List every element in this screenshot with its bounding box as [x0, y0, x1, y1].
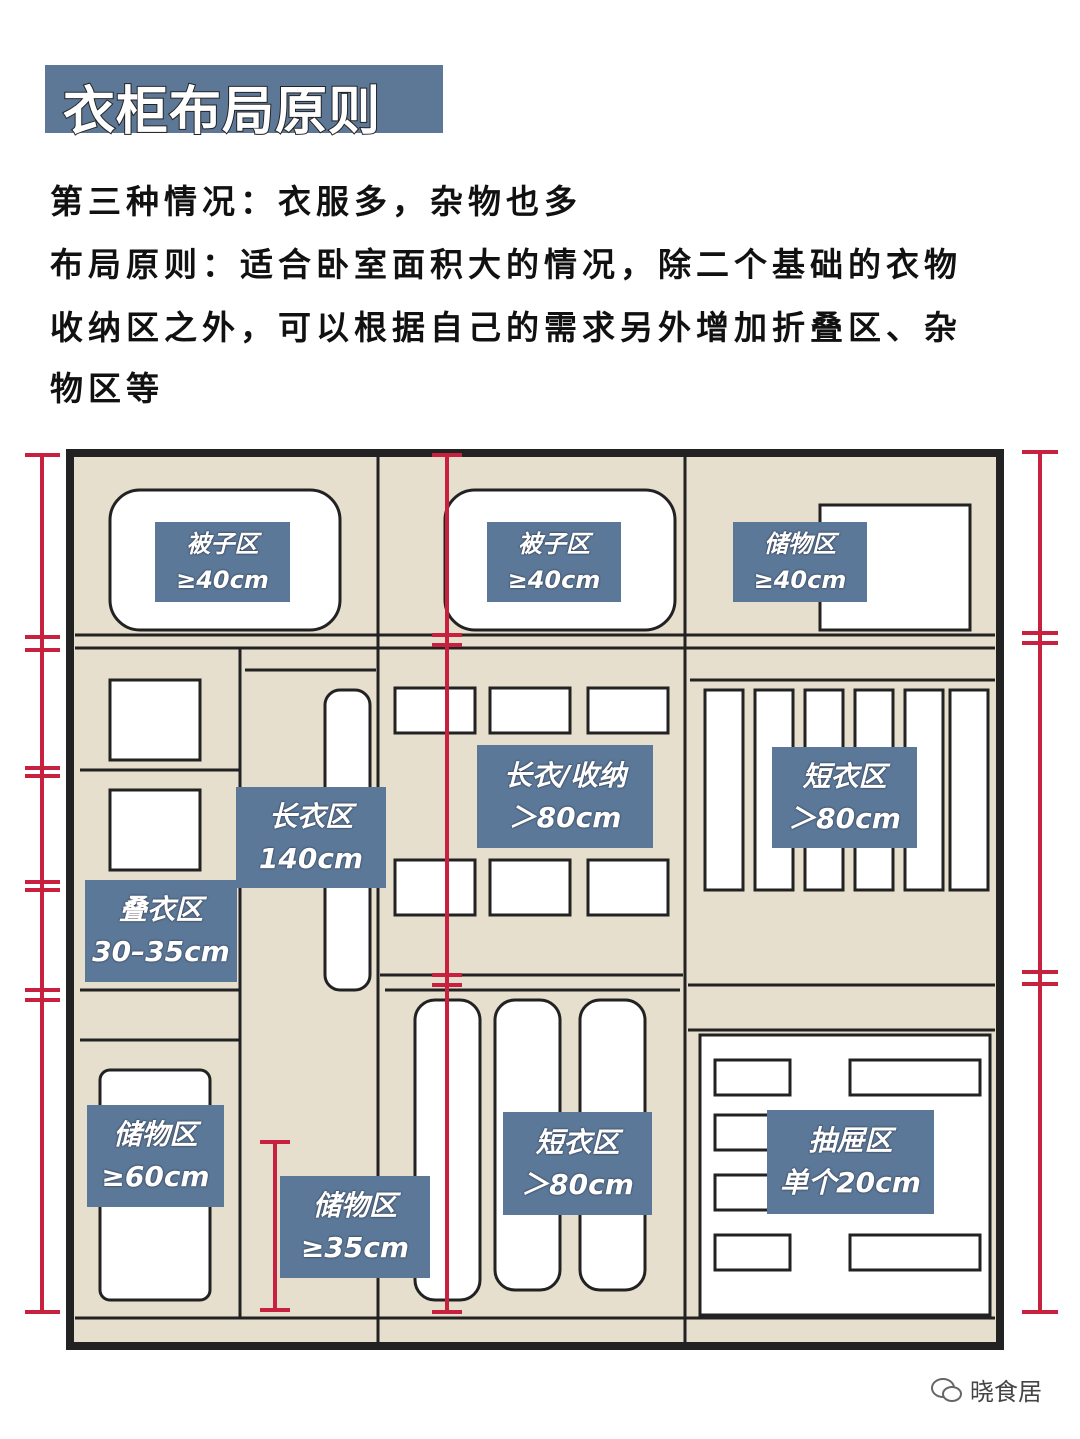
- zone-name: 被子区: [186, 530, 259, 558]
- title-text: 衣柜布局原则: [62, 81, 382, 143]
- zone-label-storage-bottom-left: 储物区 ≥60cm: [87, 1105, 224, 1207]
- zone-size: ≥35cm: [300, 1231, 410, 1264]
- zone-label-long-storage: 长衣/收纳 ＞80cm: [477, 745, 653, 848]
- zone-label-storage-bottom: 储物区 ≥35cm: [280, 1176, 430, 1278]
- zone-name: 抽屉区: [808, 1124, 893, 1157]
- watermark: 晓食居: [930, 1372, 1042, 1407]
- zone-label-short-clothes-middle: 短衣区 ＞80cm: [503, 1112, 652, 1215]
- intro-line-3: 收纳区之外，可以根据自己的需求另外增加折叠区、杂: [50, 308, 962, 347]
- zone-size: ≥40cm: [176, 566, 269, 594]
- zone-name: 被子区: [518, 530, 590, 558]
- zone-label-short-clothes-right: 短衣区 ＞80cm: [772, 747, 917, 848]
- zone-label-folding: 叠衣区 30–35cm: [85, 880, 237, 982]
- zone-size: ＞80cm: [508, 800, 622, 834]
- intro-line-4: 物区等: [50, 369, 164, 408]
- zone-label-quilt-middle: 被子区 ≥40cm: [487, 522, 621, 602]
- zone-size: ≥60cm: [101, 1160, 210, 1193]
- zone-size: ≥40cm: [753, 566, 847, 594]
- zone-name: 短衣区: [802, 759, 887, 793]
- watermark-text: 晓食居: [970, 1378, 1042, 1406]
- zone-label-long-clothes: 长衣区 140cm: [236, 787, 386, 888]
- zone-label-drawers: 抽屉区单个20cm: [767, 1110, 934, 1214]
- intro-line-2: 布局原则：适合卧室面积大的情况，除二个基础的衣物: [50, 245, 962, 284]
- zone-size: 30–35cm: [92, 935, 230, 968]
- zone-size: 单个20cm: [780, 1166, 921, 1199]
- zone-name: 储物区: [764, 530, 836, 558]
- zone-size: 140cm: [258, 841, 364, 875]
- intro-line-1: 第三种情况：衣服多，杂物也多: [50, 182, 582, 221]
- measure-lines: [25, 450, 1058, 1314]
- title-banner: 衣柜布局原则: [45, 65, 443, 143]
- zone-name: 长衣/收纳: [503, 758, 627, 792]
- wechat-icon: [931, 1377, 962, 1402]
- zone-name: 储物区: [312, 1189, 397, 1222]
- zone-size: ≥40cm: [507, 566, 601, 594]
- zone-size: ＞80cm: [788, 801, 901, 835]
- zone-label-quilt-left: 被子区 ≥40cm: [155, 522, 290, 602]
- zone-name: 储物区: [113, 1118, 198, 1151]
- zone-size: ＞80cm: [521, 1167, 634, 1201]
- zone-label-storage-top: 储物区 ≥40cm: [733, 522, 867, 602]
- zone-name: 叠衣区: [118, 893, 203, 926]
- zone-name: 短衣区: [535, 1125, 620, 1159]
- zone-name: 长衣区: [268, 799, 353, 833]
